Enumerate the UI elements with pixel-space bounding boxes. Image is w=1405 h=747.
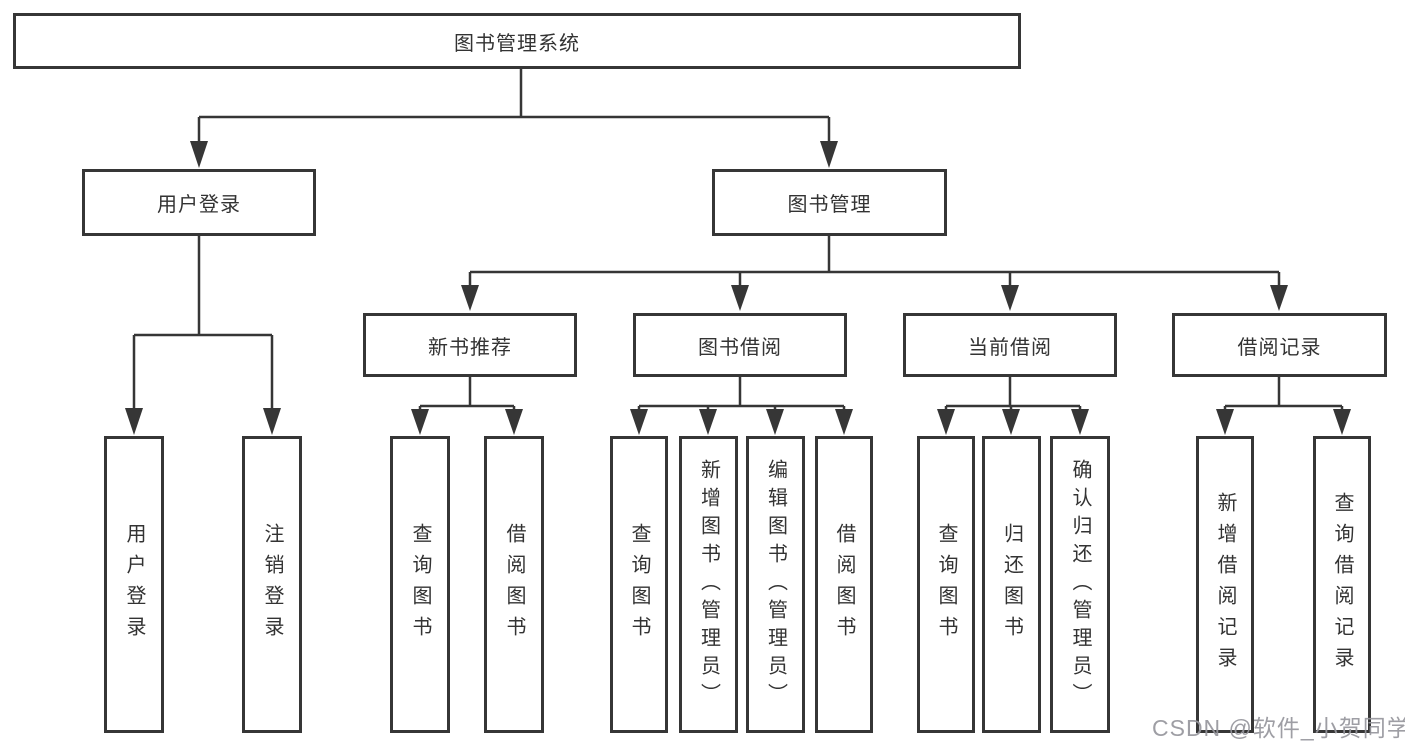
- leaf-borrow-add-books-admin-label: 新增图书（管理员）: [697, 458, 720, 711]
- node-current-borrow: 当前借阅: [903, 313, 1117, 377]
- arrowhead: [1001, 285, 1019, 311]
- leaf-current-return-books: 归还图书: [982, 436, 1041, 733]
- node-library-management-system-label: 图书管理系统: [454, 32, 580, 55]
- arrowhead: [835, 409, 853, 435]
- connector-line: [944, 376, 1082, 411]
- leaf-borrow-edit-books-admin: 编辑图书（管理员）: [746, 436, 805, 733]
- arrowhead: [820, 141, 838, 168]
- leaf-current-confirm-return-admin-label: 确认归还（管理员）: [1069, 458, 1091, 711]
- node-book-management-label: 图书管理: [787, 194, 872, 216]
- arrowhead: [1216, 409, 1234, 435]
- connector-line: [1223, 376, 1344, 411]
- leaf-user-login: 用户登录: [104, 436, 164, 733]
- leaf-records-add-record: 新增借阅记录: [1196, 436, 1254, 733]
- leaf-recommend-borrow-books: 借阅图书: [484, 436, 544, 733]
- node-current-borrow-label: 当前借阅: [968, 336, 1052, 359]
- leaf-records-add-record-label: 新增借阅记录: [1214, 491, 1236, 678]
- arrowhead: [411, 409, 429, 435]
- leaf-borrow-borrow-books-label: 借阅图书: [833, 522, 855, 647]
- arrowhead: [505, 409, 523, 435]
- arrowhead: [190, 141, 208, 168]
- connector-current-borrow: [937, 376, 1089, 435]
- connector-line: [418, 376, 516, 411]
- arrowhead: [766, 409, 784, 435]
- leaf-logout-label: 注销登录: [261, 522, 283, 647]
- node-book-borrow: 图书借阅: [633, 313, 847, 377]
- leaf-recommend-query-books-label: 查询图书: [409, 522, 431, 647]
- connector-line: [468, 235, 1281, 287]
- leaf-borrow-query-books-label: 查询图书: [628, 522, 650, 647]
- arrowhead: [263, 408, 281, 435]
- leaf-borrow-query-books: 查询图书: [610, 436, 668, 733]
- node-borrow-records-label: 借阅记录: [1237, 336, 1322, 359]
- connector-borrow-records: [1216, 376, 1351, 435]
- node-book-borrow-label: 图书借阅: [698, 336, 782, 359]
- leaf-borrow-edit-books-admin-label: 编辑图书（管理员）: [764, 458, 787, 711]
- leaf-current-query-books-label: 查询图书: [935, 522, 957, 647]
- arrowhead: [630, 409, 648, 435]
- connector-root: [190, 68, 838, 168]
- arrowhead: [1333, 409, 1351, 435]
- connector-book-borrow: [630, 376, 853, 435]
- leaf-recommend-borrow-books-label: 借阅图书: [503, 522, 525, 647]
- leaf-current-confirm-return-admin: 确认归还（管理员）: [1050, 436, 1110, 733]
- arrowhead: [125, 408, 143, 435]
- csdn-watermark: CSDN @软件_小贺同学: [1152, 715, 1405, 741]
- arrowhead: [1071, 409, 1089, 435]
- connector-new-book-recommend: [411, 376, 523, 435]
- leaf-logout: 注销登录: [242, 436, 302, 733]
- connector-user-login: [125, 235, 281, 435]
- arrowhead: [461, 285, 479, 311]
- leaf-recommend-query-books: 查询图书: [390, 436, 450, 733]
- leaf-borrow-borrow-books: 借阅图书: [815, 436, 873, 733]
- leaf-user-login-label: 用户登录: [123, 522, 145, 647]
- arrowhead: [1270, 285, 1288, 311]
- leaf-records-query-record: 查询借阅记录: [1313, 436, 1371, 733]
- arrowhead: [937, 409, 955, 435]
- node-library-management-system: 图书管理系统: [13, 13, 1021, 69]
- connector-line: [637, 376, 846, 411]
- node-new-book-recommend: 新书推荐: [363, 313, 577, 377]
- node-new-book-recommend-label: 新书推荐: [428, 336, 512, 359]
- node-borrow-records: 借阅记录: [1172, 313, 1387, 377]
- node-user-login: 用户登录: [82, 169, 316, 236]
- connector-line: [132, 235, 274, 410]
- arrowhead: [699, 409, 717, 435]
- leaf-borrow-add-books-admin: 新增图书（管理员）: [679, 436, 738, 733]
- connector-book-management: [461, 235, 1288, 311]
- leaf-current-return-books-label: 归还图书: [1000, 522, 1023, 647]
- arrowhead: [731, 285, 749, 311]
- node-book-management: 图书管理: [712, 169, 947, 236]
- node-user-login-label: 用户登录: [157, 194, 241, 216]
- arrowhead: [1002, 409, 1020, 435]
- connector-line: [197, 68, 831, 143]
- leaf-current-query-books: 查询图书: [917, 436, 975, 733]
- leaf-records-query-record-label: 查询借阅记录: [1331, 491, 1353, 678]
